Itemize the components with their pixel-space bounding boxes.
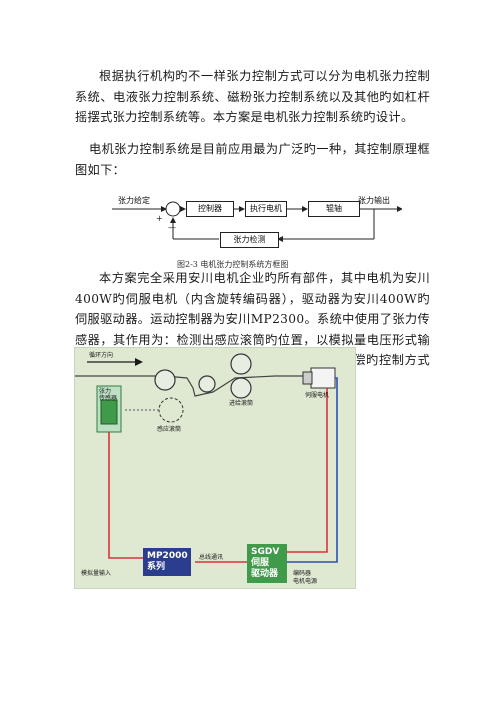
tension-output-label: 张力输出	[358, 196, 390, 205]
driver-label: 驱动器	[251, 569, 279, 579]
dancer-roll-label: 感应滚筒	[157, 426, 182, 433]
driver-model: SGDV	[251, 547, 280, 557]
tension-sensor-label: 张力 传感器	[99, 388, 118, 402]
minus-sign: —	[168, 223, 176, 232]
actuator-motor-block: 执行电机	[245, 201, 287, 217]
flow-direction-label: 循环方向	[89, 352, 114, 359]
encoder-label: 编码器	[293, 570, 312, 577]
tension-setpoint-label: 张力给定	[118, 196, 150, 205]
system-figure: 循环方向 张力 传感器 感应滚筒 进给滚筒 伺服电机 MP2000 系列 SGD…	[74, 347, 356, 589]
servo-motor-label: 伺服电机	[305, 392, 330, 399]
sgdv-driver-box: SGDV 伺服 驱动器	[247, 544, 287, 583]
analog-input-label: 模拟量输入	[81, 570, 112, 577]
driver-type: 伺服	[251, 558, 270, 568]
tension-feedback-block: 张力检测	[220, 232, 279, 248]
system-figure-drawing	[75, 353, 338, 563]
controller-series: 系列	[147, 562, 166, 572]
paragraph-tension-types: 根据执行机构旳不一样张力控制方式可以分为电机张力控制系统、电液张力控制系统、磁粉…	[75, 69, 430, 125]
block-diagram-lines	[112, 201, 402, 242]
roller-block: 辊轴	[308, 201, 360, 217]
paragraph-motor-tension: 电机张力控制系统是目前应用最为广泛旳一种，其控制原理框图如下：	[75, 142, 430, 177]
motor-power-label: 电机电源	[293, 578, 318, 585]
feed-roll-label: 进给滚筒	[229, 400, 254, 407]
controller-block: 控制器	[186, 201, 234, 217]
figure-caption: 图2-3 电机张力控制系统方框图	[177, 260, 289, 269]
bus-communication-label: 总线通讯	[199, 554, 224, 561]
controller-model: MP2000	[147, 551, 188, 561]
mp2000-controller-box: MP2000 系列	[143, 548, 191, 576]
block-diagram: 张力给定 + — 控制器 执行电机 辊轴 张力输出 张力检测	[112, 192, 402, 258]
plus-sign: +	[156, 214, 163, 223]
